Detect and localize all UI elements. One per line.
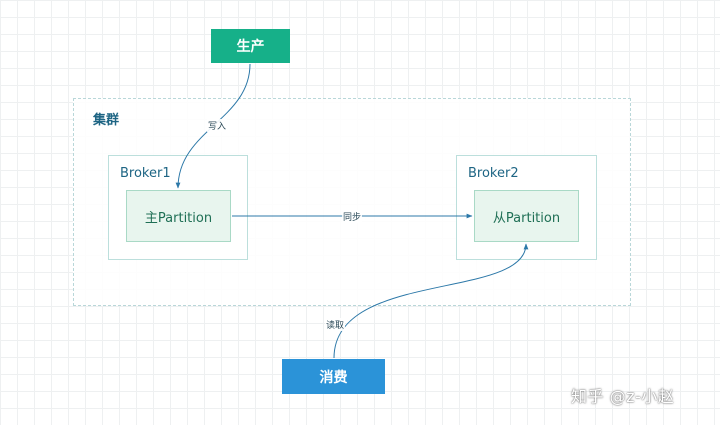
read-edge [333,243,529,359]
broker2-label: Broker2 [468,166,519,181]
leader-partition-node: 主Partition [126,190,231,242]
write-edge-label: 写入 [207,119,228,132]
producer-node: 生产 [211,29,290,63]
sync-edge-label: 同步 [342,210,363,223]
watermark: 知乎 @z-小赵 [571,387,675,406]
cluster-label: 集群 [93,113,120,128]
consumer-node: 消费 [282,359,385,394]
read-edge-label: 读取 [325,318,346,331]
follower-partition-node: 从Partition [474,190,579,242]
broker1-label: Broker1 [120,166,171,181]
